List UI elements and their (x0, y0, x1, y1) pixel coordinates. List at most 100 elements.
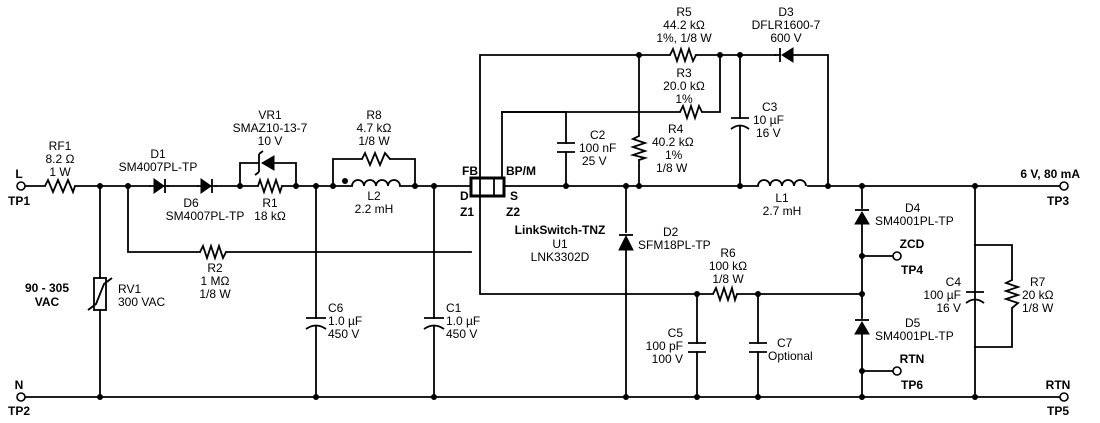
zener-vr1: VR1 SMAZ10-13-7 10 V (233, 108, 308, 176)
resistor-r3: R3 20.0 kΩ 1% (663, 66, 705, 121)
diode-d1: D1 SM4007PL-TP (119, 147, 198, 194)
d4-part: SM4001PL-TP (875, 214, 954, 228)
terminal-tp: TP4 (901, 263, 923, 277)
capacitor-c4: C4 100 µF 16 V (923, 275, 985, 315)
rf1-power: 1 W (49, 165, 71, 179)
r7-value: 20 kΩ (1022, 288, 1054, 302)
c5-ref: C5 (668, 326, 684, 340)
resistor-rf1: RF1 8.2 Ω 1 W (44, 139, 76, 195)
input-voltage-line1: 90 - 305 (25, 281, 69, 295)
d3-ref: D3 (778, 5, 794, 19)
r3-ref: R3 (676, 66, 692, 80)
resistor-r6: R6 100 kΩ 1/8 W (709, 246, 747, 304)
rv1-ref: RV1 (118, 282, 141, 296)
u1-pin-z2: Z2 (506, 205, 520, 219)
c5-voltage: 100 V (652, 352, 683, 366)
resistor-r7: R7 20 kΩ 1/8 W (1003, 275, 1054, 315)
c3-voltage: 16 V (756, 126, 781, 140)
c4-voltage: 16 V (936, 301, 961, 315)
r4-value: 40.2 kΩ (652, 135, 694, 149)
input-voltage-line2: VAC (35, 295, 60, 309)
terminal-tp: TP2 (8, 404, 30, 418)
c4-value: 100 µF (923, 288, 961, 302)
d5-part: SM4001PL-TP (875, 329, 954, 343)
d3-part: DFLR1600-7 (752, 18, 821, 32)
junction-dots (97, 52, 978, 400)
r7-ref: R7 (1030, 275, 1046, 289)
resistor-r4: R4 40.2 kΩ 1% 1/8 W (629, 122, 694, 175)
r1-value: 18 kΩ (254, 209, 286, 223)
terminal-tp: TP1 (8, 194, 30, 208)
diode-d4: D4 SM4001PL-TP (854, 201, 954, 228)
r7-power: 1/8 W (1022, 301, 1054, 315)
d3-voltage: 600 V (770, 31, 801, 45)
c7-value: Optional (768, 349, 813, 363)
u1-pin-fb: FB (462, 164, 478, 178)
diode-d2: D2 SFM18PL-TP (618, 225, 711, 252)
l1-ref: L1 (775, 191, 789, 205)
d4-ref: D4 (905, 201, 921, 215)
c5-value: 100 pF (646, 339, 683, 353)
r1-ref: R1 (262, 196, 278, 210)
terminal-label: N (15, 378, 24, 392)
vr1-voltage: 10 V (258, 134, 283, 148)
r5-rating: 1%, 1/8 W (656, 31, 712, 45)
r2-value: 1 MΩ (201, 274, 230, 288)
r6-ref: R6 (720, 246, 736, 260)
r4-tolerance: 1% (665, 148, 683, 162)
rv1-value: 300 VAC (118, 295, 165, 309)
terminal-tp2: N TP2 (8, 378, 30, 418)
terminal-tp4: ZCD TP4 (892, 237, 925, 277)
l1-value: 2.7 mH (763, 204, 802, 218)
terminal-tp3: 6 V, 80 mA TP3 (1020, 167, 1080, 208)
rf1-value: 8.2 Ω (46, 152, 75, 166)
c2-voltage: 25 V (582, 154, 607, 168)
diode-d3: D3 DFLR1600-7 600 V (752, 5, 821, 63)
terminal-label: 6 V, 80 mA (1020, 167, 1080, 181)
capacitor-c5: C5 100 pF 100 V (646, 326, 706, 366)
c1-ref: C1 (446, 301, 462, 315)
r8-power: 1/8 W (358, 134, 390, 148)
d1-ref: D1 (150, 147, 166, 161)
c1-voltage: 450 V (446, 327, 477, 341)
resistor-r8: R8 4.7 kΩ 1/8 W (357, 108, 392, 168)
l2-value: 2.2 mH (355, 202, 394, 216)
diode-d6: D6 SM4007PL-TP (166, 178, 245, 223)
capacitor-c2: C2 100 nF 25 V (557, 128, 616, 168)
d1-part: SM4007PL-TP (119, 160, 198, 174)
capacitor-c1: C1 1.0 µF 450 V (423, 301, 480, 341)
inductor-l2: L2 2.2 mH (342, 178, 401, 216)
r6-power: 1/8 W (712, 272, 744, 286)
r8-value: 4.7 kΩ (357, 121, 392, 135)
vr1-part: SMAZ10-13-7 (233, 121, 308, 135)
c4-ref: C4 (946, 275, 962, 289)
r2-power: 1/8 W (199, 287, 231, 301)
d2-part: SFM18PL-TP (638, 238, 711, 252)
terminal-label: RTN (1046, 378, 1071, 392)
vr1-ref: VR1 (258, 108, 282, 122)
varistor-rv1: RV1 300 VAC (87, 277, 165, 311)
input-voltage-label: 90 - 305 VAC (25, 281, 69, 309)
d5-ref: D5 (905, 316, 921, 330)
terminal-tp5: RTN TP5 (1046, 378, 1071, 418)
terminal-label: L (15, 167, 22, 181)
u1-ref: U1 (552, 237, 568, 251)
resistor-r1: R1 18 kΩ (254, 177, 286, 223)
capacitor-c6: C6 1.0 µF 450 V (305, 301, 362, 341)
c3-ref: C3 (762, 100, 778, 114)
c2-ref: C2 (590, 128, 606, 142)
c1-value: 1.0 µF (446, 314, 480, 328)
c7-ref: C7 (777, 336, 793, 350)
c6-value: 1.0 µF (328, 314, 362, 328)
capacitor-c7: C7 Optional (749, 336, 813, 363)
d6-part: SM4007PL-TP (166, 209, 245, 223)
u1-pin-d: D (460, 189, 469, 203)
r5-ref: R5 (676, 5, 692, 19)
u1-pin-z1: Z1 (460, 205, 474, 219)
d2-ref: D2 (663, 225, 679, 239)
terminal-label: ZCD (900, 237, 925, 251)
r8-ref: R8 (366, 108, 382, 122)
rf1-ref: RF1 (49, 139, 72, 153)
terminal-tp: TP6 (901, 378, 923, 392)
